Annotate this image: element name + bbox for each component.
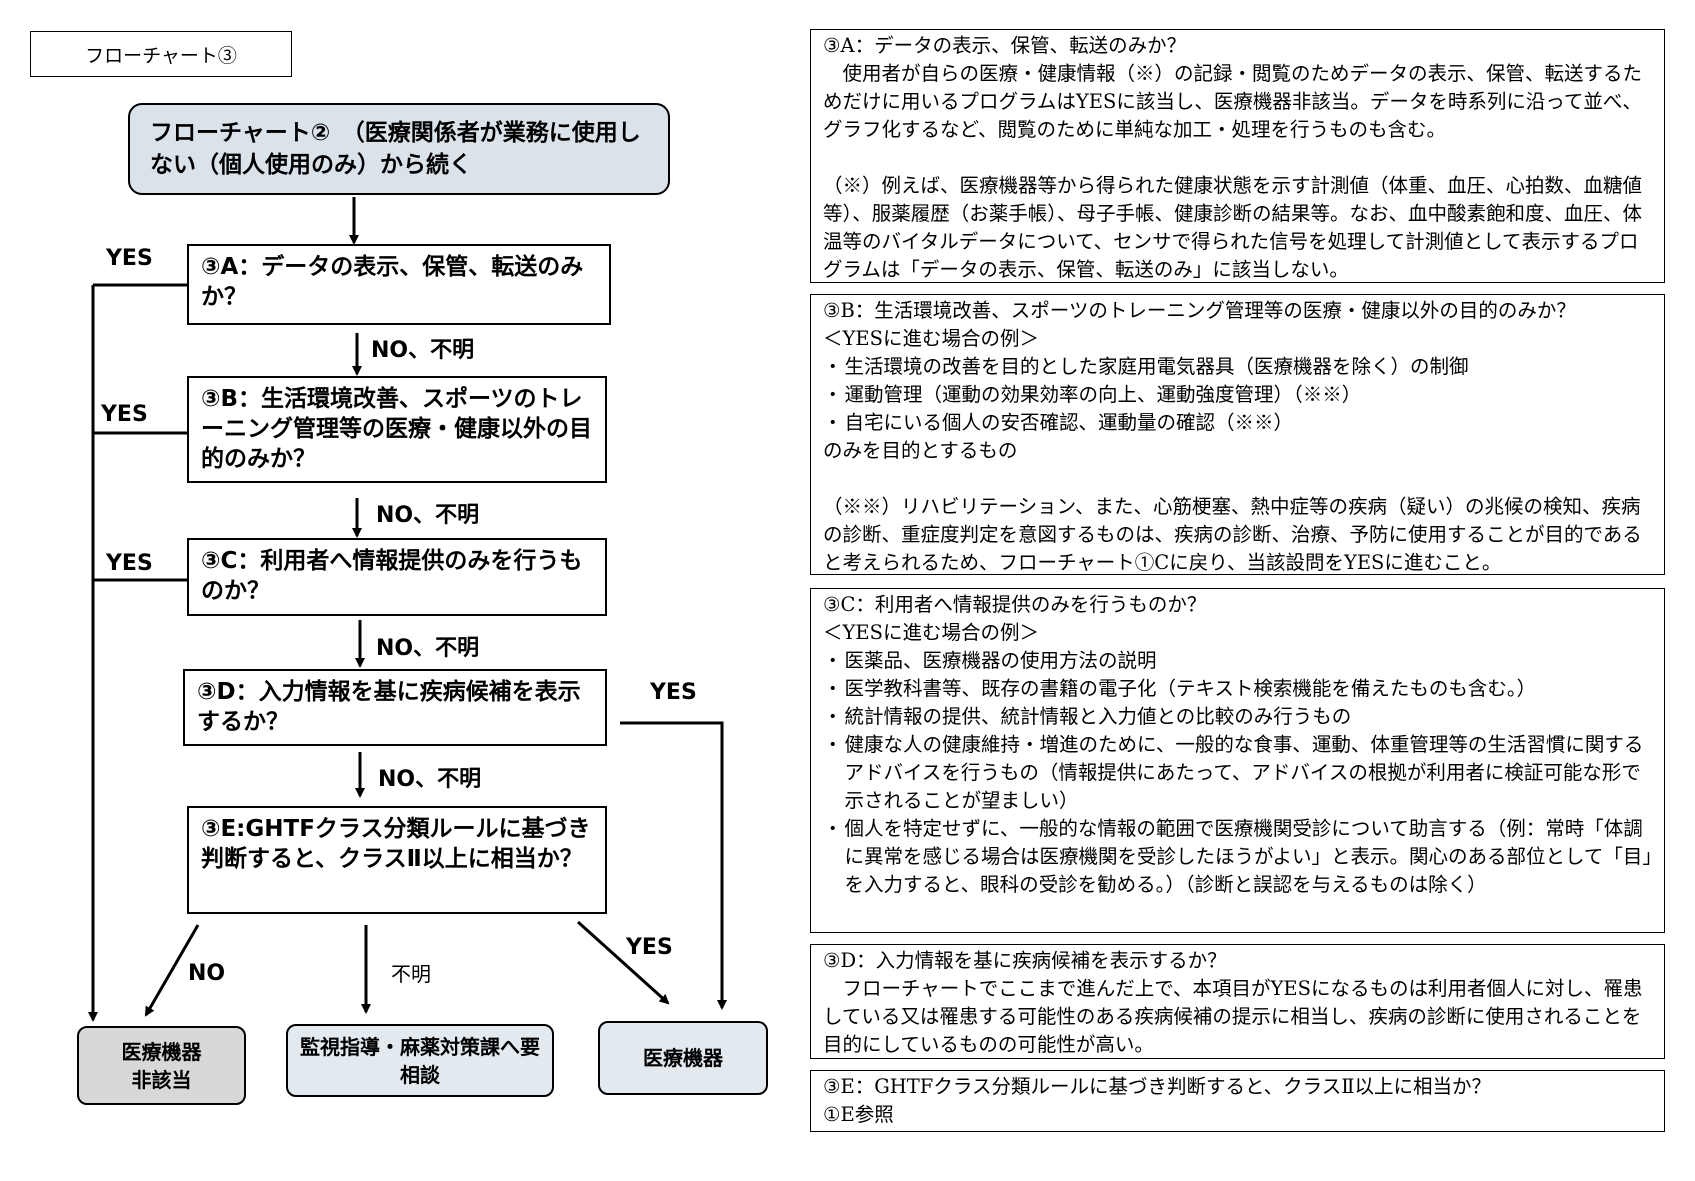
- list-item: 医薬品、医療機器の使用方法の説明: [823, 647, 1656, 675]
- note-b-heading: ③B：生活環境改善、スポーツのトレーニング管理等の医療・健康以外の目的のみか？: [823, 299, 1576, 322]
- note-b-examples-heading: ＜YESに進む場合の例＞: [823, 327, 1039, 350]
- note-e-heading: ③E：GHTFクラス分類ルールに基づき判断すると、クラスⅡ以上に相当か？: [823, 1075, 1492, 1098]
- list-item: 生活環境の改善を目的とした家庭用電気器具（医療機器を除く）の制御: [823, 353, 1656, 381]
- flowchart-connectors: [88, 197, 727, 1022]
- list-item: 自宅にいる個人の安否確認、運動量の確認（※※）: [823, 409, 1656, 437]
- note-a-footnote: （※）例えば、医療機器等から得られた健康状態を示す計測値（体重、血圧、心拍数、血…: [823, 174, 1643, 281]
- label-yes-a: YES: [106, 246, 153, 271]
- label-unknown-e: 不明: [391, 962, 431, 986]
- note-b-footnote: （※※）リハビリテーション、また、心筋梗塞、熱中症等の疾病（疑い）の兆候の検知、…: [823, 495, 1642, 574]
- result-medical-device: 医療機器: [598, 1021, 768, 1095]
- list-item: 運動管理（運動の効果効率の向上、運動強度管理）（※※）: [823, 381, 1656, 409]
- result-consult-division: 監視指導・麻薬対策課へ要相談: [286, 1024, 554, 1097]
- note-c-examples-heading: ＜YESに進む場合の例＞: [823, 621, 1039, 644]
- label-yes-b: YES: [101, 402, 148, 427]
- note-e-body: ①E参照: [823, 1103, 894, 1126]
- list-item: 健康な人の健康維持・増進のために、一般的な食事、運動、体重管理等の生活習慣に関す…: [823, 731, 1656, 815]
- flow-node-b: ③B：生活環境改善、スポーツのトレーニング管理等の医療・健康以外の目的のみか？: [187, 376, 607, 483]
- note-c-heading: ③C：利用者へ情報提供のみを行うものか？: [823, 593, 1207, 616]
- label-no-unknown-a: NO、不明: [371, 338, 475, 363]
- note-d-heading: ③D：入力情報を基に疾病候補を表示するか？: [823, 949, 1227, 972]
- note-c: ③C：利用者へ情報提供のみを行うものか？ ＜YESに進む場合の例＞ 医薬品、医療…: [810, 588, 1665, 933]
- note-b-tail: のみを目的とするもの: [823, 439, 1018, 462]
- note-a-heading: ③A：データの表示、保管、転送のみか？: [823, 34, 1187, 57]
- label-no-e: NO: [188, 961, 226, 986]
- note-e: ③E：GHTFクラス分類ルールに基づき判断すると、クラスⅡ以上に相当か？ ①E参…: [810, 1070, 1665, 1132]
- flow-node-e: ③E:GHTFクラス分類ルールに基づき判断すると、クラスⅡ以上に相当か？: [187, 806, 607, 914]
- arrow-e-yes: [576, 920, 670, 1005]
- note-b: ③B：生活環境改善、スポーツのトレーニング管理等の医療・健康以外の目的のみか？ …: [810, 294, 1665, 575]
- label-yes-d: YES: [650, 680, 697, 705]
- note-c-list: 医薬品、医療機器の使用方法の説明 医学教科書等、既存の書籍の電子化（テキスト検索…: [823, 647, 1656, 899]
- label-yes-e: YES: [626, 935, 673, 960]
- note-a-body: 使用者が自らの医療・健康情報（※）の記録・閲覧のためデータの表示、保管、転送する…: [823, 62, 1643, 141]
- note-b-list: 生活環境の改善を目的とした家庭用電気器具（医療機器を除く）の制御 運動管理（運動…: [823, 353, 1656, 437]
- arrow-e-no: [144, 924, 200, 1017]
- note-d: ③D：入力情報を基に疾病候補を表示するか？ フローチャートでここまで進んだ上で、…: [810, 944, 1665, 1059]
- list-item: 統計情報の提供、統計情報と入力値との比較のみ行うもの: [823, 703, 1656, 731]
- label-no-unknown-c: NO、不明: [376, 636, 480, 661]
- flow-node-c: ③C：利用者へ情報提供のみを行うものか？: [187, 538, 607, 616]
- flow-node-d: ③D：入力情報を基に疾病候補を表示するか？: [183, 669, 607, 746]
- list-item: 医学教科書等、既存の書籍の電子化（テキスト検索機能を備えたものも含む。）: [823, 675, 1656, 703]
- label-no-unknown-d: NO、不明: [378, 767, 482, 792]
- result-not-medical-device: 医療機器非該当: [77, 1026, 246, 1105]
- label-yes-c: YES: [106, 551, 153, 576]
- note-d-body: フローチャートでここまで進んだ上で、本項目がYESになるものは利用者個人に対し、…: [823, 977, 1643, 1056]
- page-title: フローチャート③: [30, 31, 292, 77]
- note-a: ③A：データの表示、保管、転送のみか？ 使用者が自らの医療・健康情報（※）の記録…: [810, 29, 1665, 283]
- flow-node-a: ③A：データの表示、保管、転送のみか？: [187, 244, 611, 325]
- yes-d: [620, 721, 727, 1010]
- flowchart: フローチャート② （医療関係者が業務に使用しない（個人使用のみ）から続く ③A：…: [0, 0, 780, 1181]
- flow-start-node: フローチャート② （医療関係者が業務に使用しない（個人使用のみ）から続く: [128, 103, 670, 195]
- list-item: 個人を特定せずに、一般的な情報の範囲で医療機関受診について助言する（例：常時「体…: [823, 815, 1656, 899]
- label-no-unknown-b: NO、不明: [376, 503, 480, 528]
